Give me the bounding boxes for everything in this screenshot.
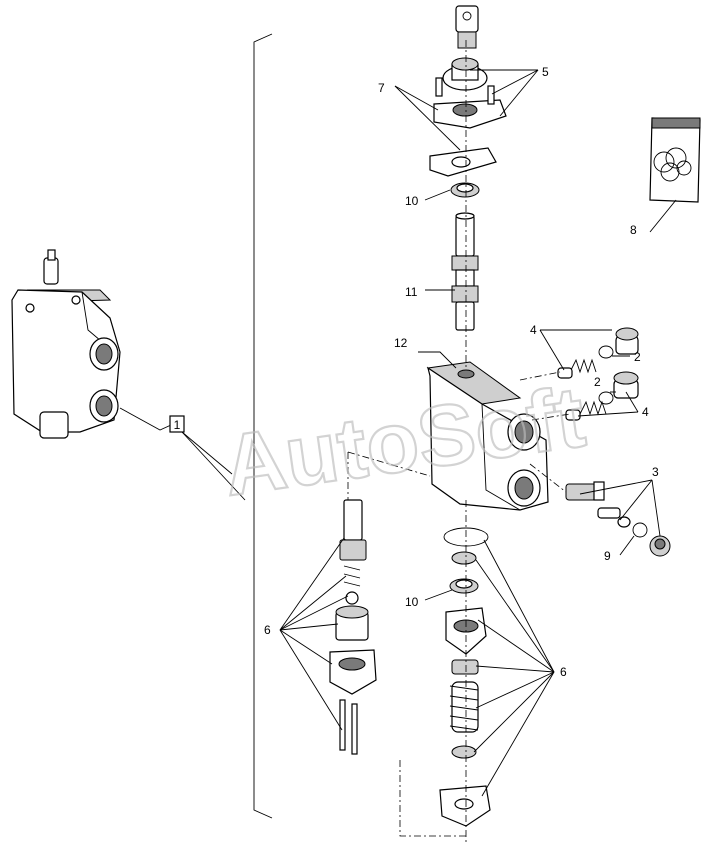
centerline-side bbox=[519, 371, 571, 493]
cover-plate-assembly[interactable] bbox=[433, 57, 507, 129]
callout-2-upper: 2 bbox=[634, 350, 641, 364]
callout-12: 12 bbox=[394, 336, 408, 350]
lower-parts-right[interactable] bbox=[439, 551, 491, 827]
callout-9: 9 bbox=[604, 549, 611, 563]
lower-parts-left[interactable] bbox=[329, 499, 377, 755]
relief-plug-lower[interactable] bbox=[613, 371, 639, 399]
centerline-bottom bbox=[399, 760, 466, 837]
pin-link[interactable] bbox=[455, 5, 479, 49]
callout-4-upper: 4 bbox=[530, 323, 537, 337]
callout-5: 5 bbox=[542, 65, 549, 79]
leader-lines bbox=[119, 69, 677, 797]
seal-ring-upper[interactable] bbox=[450, 182, 480, 198]
callout-10-lower: 10 bbox=[405, 595, 419, 609]
valve-body[interactable] bbox=[426, 361, 549, 511]
callout-1: 1 bbox=[169, 415, 185, 433]
callout-2-lower: 2 bbox=[594, 375, 601, 389]
callout-11: 11 bbox=[405, 285, 418, 299]
relief-plug-upper[interactable] bbox=[615, 327, 639, 355]
callout-4-lower: 4 bbox=[642, 405, 649, 419]
cap[interactable] bbox=[649, 535, 671, 557]
callout-10-upper: 10 bbox=[405, 194, 419, 208]
callout-3: 3 bbox=[652, 465, 659, 479]
oring-upper[interactable] bbox=[598, 345, 614, 359]
oring-lower[interactable] bbox=[598, 391, 614, 405]
spool[interactable] bbox=[451, 212, 479, 331]
centerline-lower-left bbox=[347, 451, 431, 500]
detent-assembly[interactable] bbox=[565, 481, 631, 528]
callout-7: 7 bbox=[378, 81, 385, 95]
callout-8: 8 bbox=[630, 223, 637, 237]
callout-6-right: 6 bbox=[560, 665, 567, 679]
ring-9[interactable] bbox=[632, 522, 648, 538]
spring-poppet-upper[interactable] bbox=[557, 358, 597, 379]
exploded-view-bracket bbox=[253, 33, 273, 819]
svg-text:1: 1 bbox=[174, 418, 181, 432]
assembled-valve[interactable] bbox=[11, 249, 121, 439]
gasket[interactable] bbox=[429, 147, 497, 177]
seal-kit-bag[interactable] bbox=[649, 117, 701, 203]
callout-6-left: 6 bbox=[264, 623, 271, 637]
